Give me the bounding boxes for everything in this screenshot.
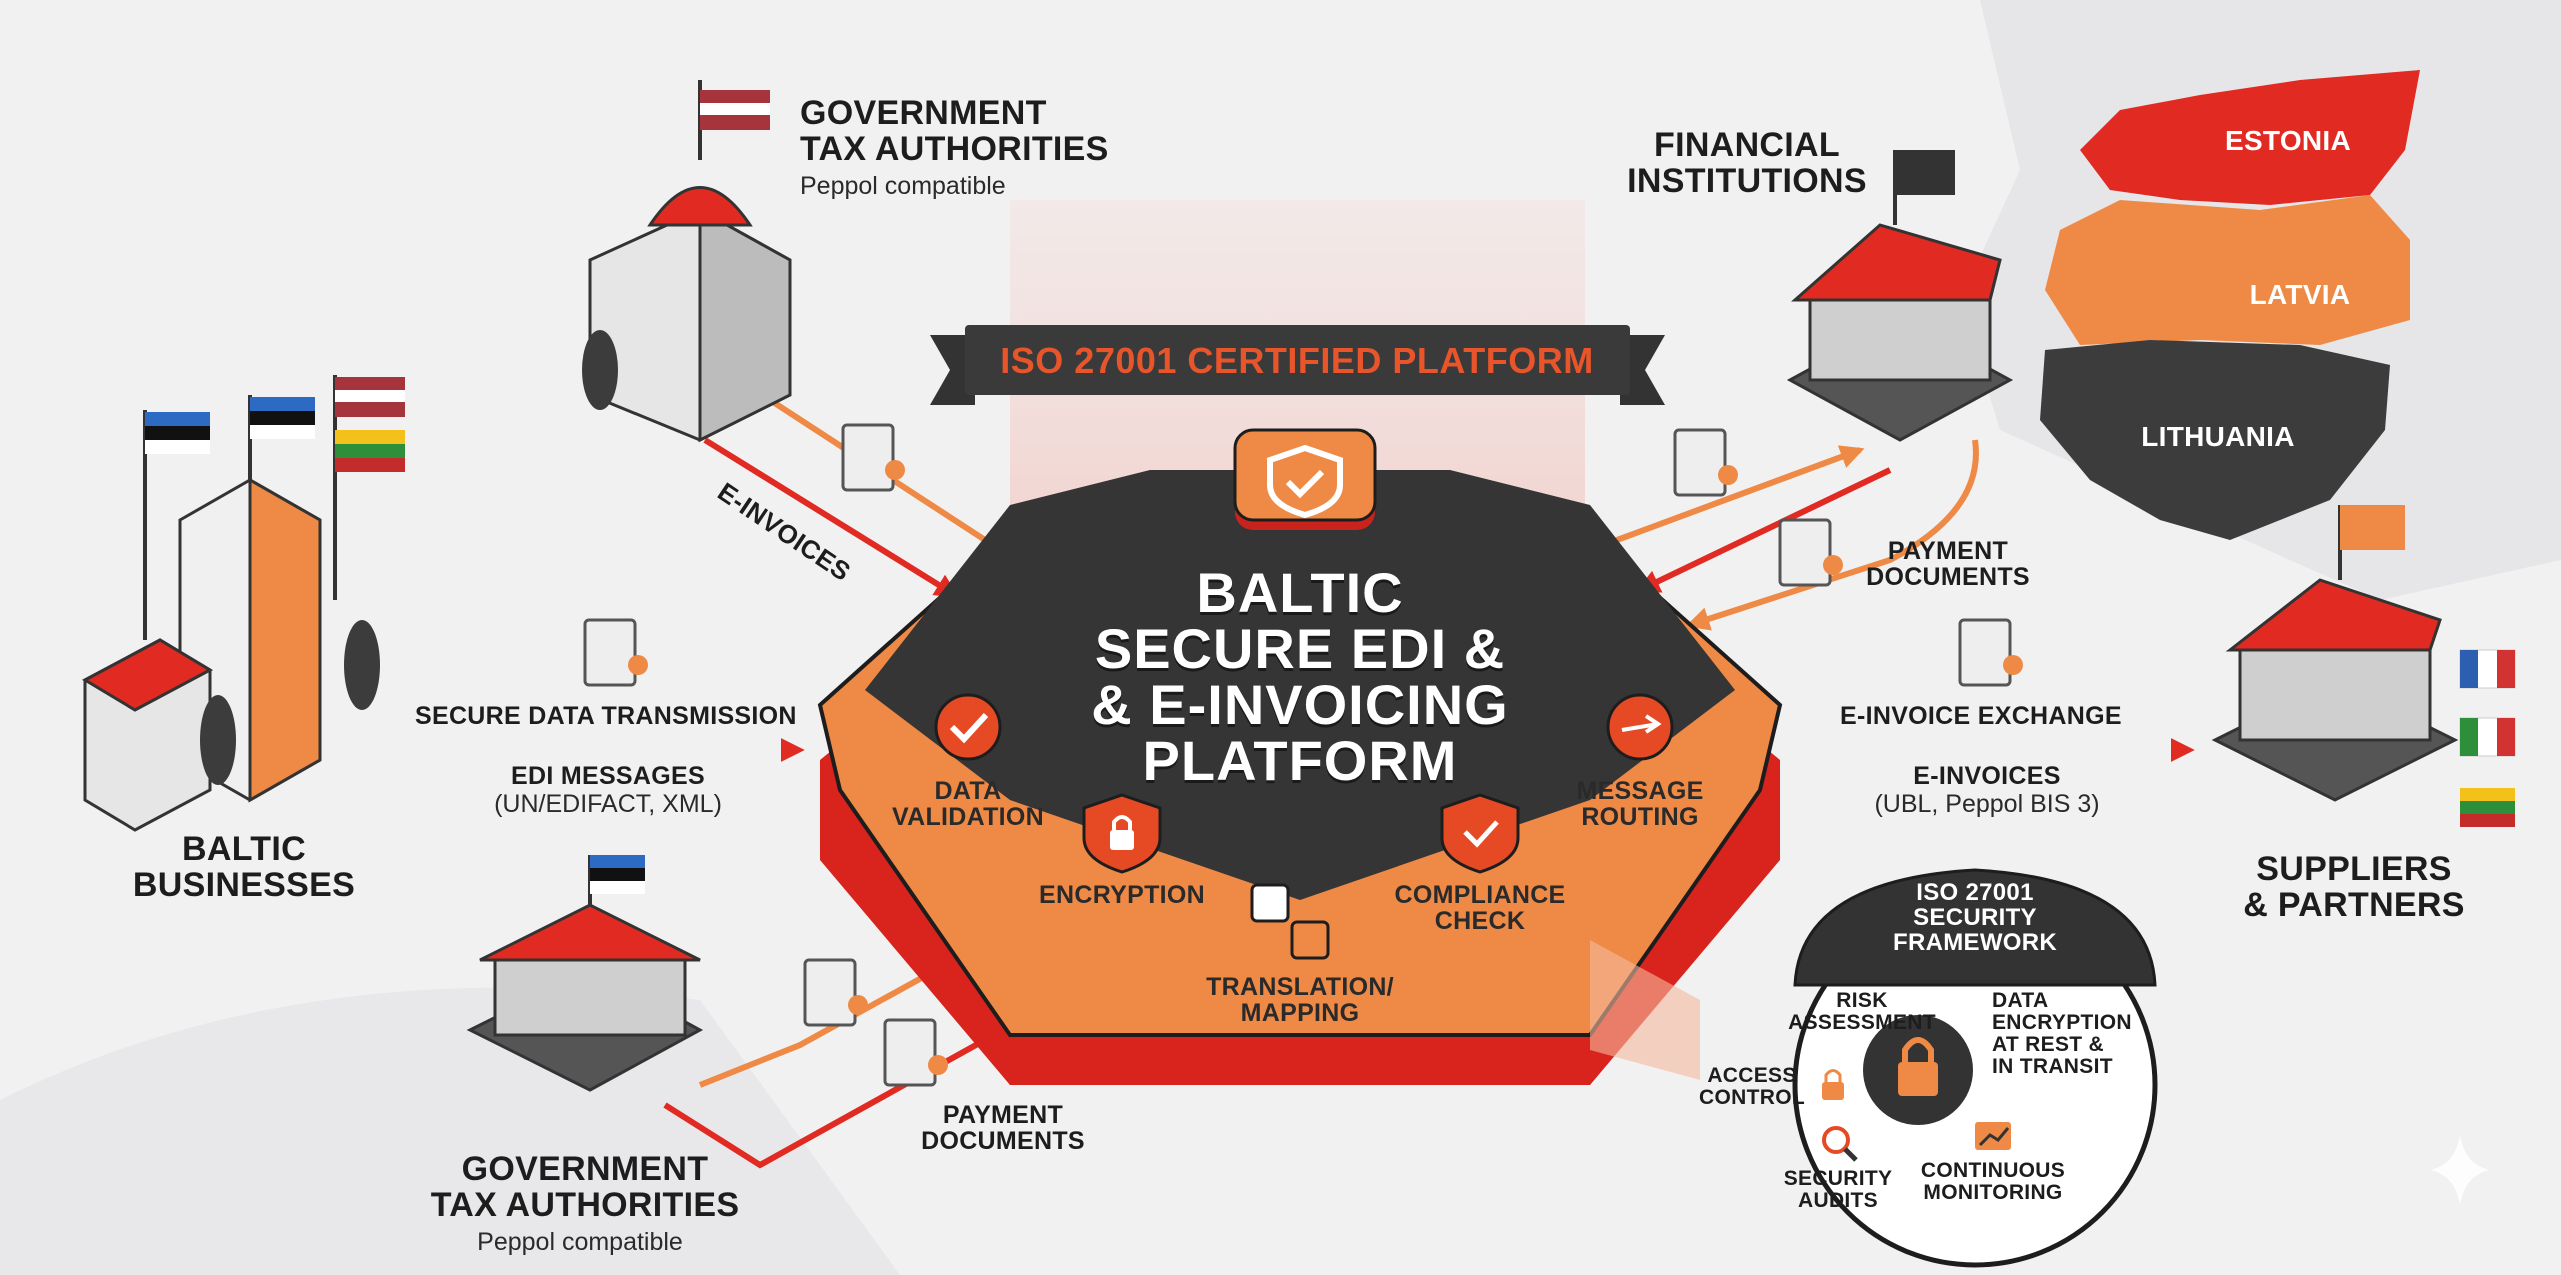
check-circle-icon — [934, 693, 1002, 761]
banner-left-tail — [930, 335, 975, 405]
gov-top-line1: GOVERNMENT — [800, 94, 1047, 132]
translate-icon — [1250, 883, 1330, 960]
gov-bottom-sub: Peppol compatible — [477, 1228, 683, 1256]
suppliers-building-icon — [2211, 505, 2516, 827]
payment-documents-right-label: PAYMENT DOCUMENTS — [1866, 537, 2030, 592]
gov-top-line2: TAX AUTHORITIES — [800, 129, 1109, 168]
feature-translation: TRANSLATION/ MAPPING — [1206, 973, 1394, 1028]
arrow-gov-top-to-platform — [703, 437, 960, 598]
e-invoices-right-label: E-INVOICES — [1913, 762, 2061, 790]
routing-icon — [1606, 693, 1674, 761]
arrow-platform-to-financial — [1588, 445, 1865, 553]
document-key-icon — [1778, 518, 1843, 587]
baltic-businesses-line1: BALTIC — [182, 830, 306, 868]
baltic-businesses-label: BALTIC BUSINESSES — [132, 830, 356, 904]
document-key-icon — [883, 1018, 948, 1087]
framework-access: ACCESS CONTROL — [1699, 1064, 1805, 1110]
feature-compliance: COMPLIANCE CHECK — [1394, 881, 1566, 936]
gov-top-sub: Peppol compatible — [800, 172, 1006, 200]
magnifier-icon — [1822, 1126, 1858, 1162]
security-framework — [1590, 868, 2158, 1268]
financial-line1: FINANCIAL — [1654, 126, 1840, 164]
document-key-icon — [1958, 618, 2023, 687]
baltic-map — [2040, 70, 2420, 540]
gov-bottom-building-icon — [466, 855, 704, 1092]
framework-lock-icon — [1898, 1037, 1938, 1096]
baltic-businesses-building-icon — [81, 375, 405, 832]
feature-data-validation: DATA VALIDATION — [891, 777, 1045, 832]
framework-beam — [1590, 940, 1700, 1080]
lock-shield-icon — [1082, 793, 1162, 874]
map-latvia-label: LATVIA — [2249, 279, 2351, 310]
banner-right-tail — [1620, 335, 1665, 405]
e-invoice-formats-label: (UBL, Peppol BIS 3) — [1874, 790, 2100, 818]
suppliers-line1: SUPPLIERS — [2256, 850, 2452, 888]
framework-audits: SECURITY AUDITS — [1783, 1167, 1893, 1213]
e-invoice-exchange-label: E-INVOICE EXCHANGE — [1840, 702, 2122, 730]
map-estonia-label: ESTONIA — [2224, 125, 2352, 156]
arrow-financial-to-platform — [1635, 467, 1892, 593]
platform-top-dark — [865, 470, 1735, 900]
background-landmass-left — [0, 987, 900, 1275]
banner-text: ISO 27001 CERTIFIED PLATFORM — [1000, 340, 1594, 381]
document-key-icon — [803, 958, 868, 1027]
shield-check-icon — [1440, 793, 1520, 874]
financial-label: FINANCIAL INSTITUTIONS — [1627, 126, 1867, 200]
framework-header — [1793, 868, 2157, 987]
shield-badge-icon — [1233, 428, 1377, 530]
suppliers-label: SUPPLIERS & PARTNERS — [2243, 850, 2465, 924]
map-lithuania-label: LITHUANIA — [2141, 421, 2295, 452]
map-estonia-shape — [2080, 70, 2420, 205]
feature-routing: MESSAGE ROUTING — [1576, 777, 1704, 832]
feature-encryption: ENCRYPTION — [1039, 881, 1205, 909]
gov-bottom-line1: GOVERNMENT — [461, 1150, 709, 1188]
platform-title: BALTIC SECURE EDI & & E-INVOICING PLATFO… — [1091, 565, 1508, 789]
secure-transmission-label: SECURE DATA TRANSMISSION — [415, 702, 797, 730]
platform-title-line4: PLATFORM — [1142, 729, 1458, 792]
suppliers-line2: & PARTNERS — [2243, 885, 2465, 924]
payment-documents-bottom-label: PAYMENT DOCUMENTS — [921, 1101, 1085, 1156]
platform-title-line3: & E-INVOICING — [1091, 673, 1509, 736]
gov-bottom-label: GOVERNMENT TAX AUTHORITIES — [430, 1150, 740, 1224]
central-platform — [817, 470, 1783, 1085]
gov-bottom-line2: TAX AUTHORITIES — [430, 1185, 740, 1224]
financial-line2: INSTITUTIONS — [1627, 161, 1867, 200]
framework-monitoring: CONTINUOUS MONITORING — [1920, 1159, 2066, 1205]
framework-risk: RISK ASSESSMENT — [1788, 989, 1936, 1035]
financial-building-icon — [1786, 150, 2014, 442]
document-key-icon — [841, 423, 905, 492]
edi-formats-label: (UN/EDIFACT, XML) — [494, 790, 722, 818]
monitoring-chart-icon — [1975, 1122, 2011, 1150]
access-lock-icon — [1822, 1069, 1844, 1100]
arrow-payment-right — [1685, 439, 1979, 631]
iso-banner — [930, 325, 1665, 405]
map-lithuania-shape — [2040, 340, 2390, 540]
banner-ribbon — [965, 325, 1630, 395]
map-latvia-shape — [2045, 195, 2410, 345]
platform-title-line2: SECURE EDI & — [1094, 617, 1506, 680]
platform-title-line1: BALTIC — [1196, 561, 1404, 624]
edi-messages-label: EDI MESSAGES — [511, 762, 705, 790]
framework-data-encryption: DATA ENCRYPTION AT REST & IN TRANSIT — [1992, 989, 2132, 1079]
document-key-icon — [583, 618, 648, 687]
sparkle-icon — [2430, 1135, 2490, 1205]
document-key-icon — [1673, 428, 1738, 497]
arrow-gov-bottom-orange — [698, 962, 950, 1088]
framework-title: ISO 27001 SECURITY FRAMEWORK — [1892, 879, 2058, 957]
gov-top-building-icon — [582, 80, 792, 443]
baltic-businesses-line2: BUSINESSES — [132, 865, 356, 904]
gov-top-label: GOVERNMENT TAX AUTHORITIES — [800, 94, 1109, 168]
